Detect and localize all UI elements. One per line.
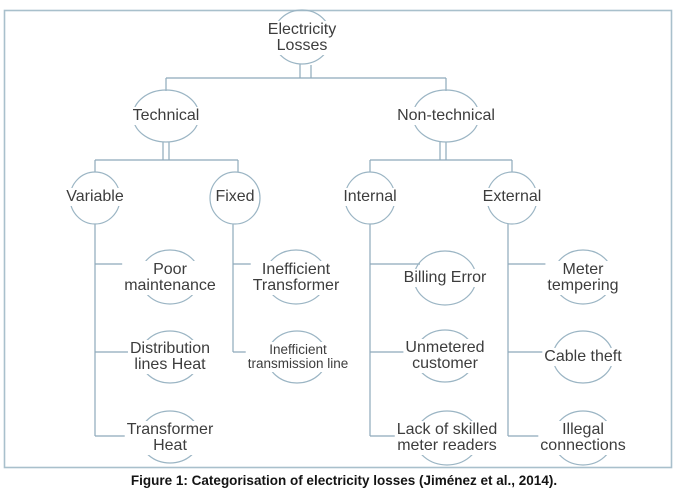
figure-caption: Figure 1: Categorisation of electricity … xyxy=(130,473,558,488)
node-cable-theft: Cable theft xyxy=(542,348,624,366)
node-distribution-lines-heat: Distribution lines Heat xyxy=(127,340,213,374)
node-internal: Internal xyxy=(341,188,399,206)
diagram-frame xyxy=(3,9,673,469)
node-inefficient-transmission-line: Inefficient transmission line xyxy=(245,342,351,372)
node-inefficient-transformer: Inefficient Transformer xyxy=(250,261,342,295)
node-meter-tempering: Meter tempering xyxy=(545,261,621,295)
node-technical: Technical xyxy=(130,107,202,125)
node-variable: Variable xyxy=(64,188,126,206)
connector-lines xyxy=(94,64,558,437)
node-electricity-losses: Electricity Losses xyxy=(265,21,339,55)
node-fixed: Fixed xyxy=(213,188,257,206)
node-poor-maintenance: Poor maintenance xyxy=(122,261,218,295)
node-billing-error: Billing Error xyxy=(401,269,489,287)
node-non-technical: Non-technical xyxy=(395,107,497,125)
node-external: External xyxy=(480,188,544,206)
node-lack-of-skilled-meter-readers: Lack of skilled meter readers xyxy=(394,421,500,455)
node-ellipse xyxy=(209,171,261,225)
node-illegal-connections: Illegal connections xyxy=(538,421,628,455)
node-unmetered-customer: Unmetered customer xyxy=(403,339,487,373)
node-transformer-heat: Transformer Heat xyxy=(124,421,216,455)
